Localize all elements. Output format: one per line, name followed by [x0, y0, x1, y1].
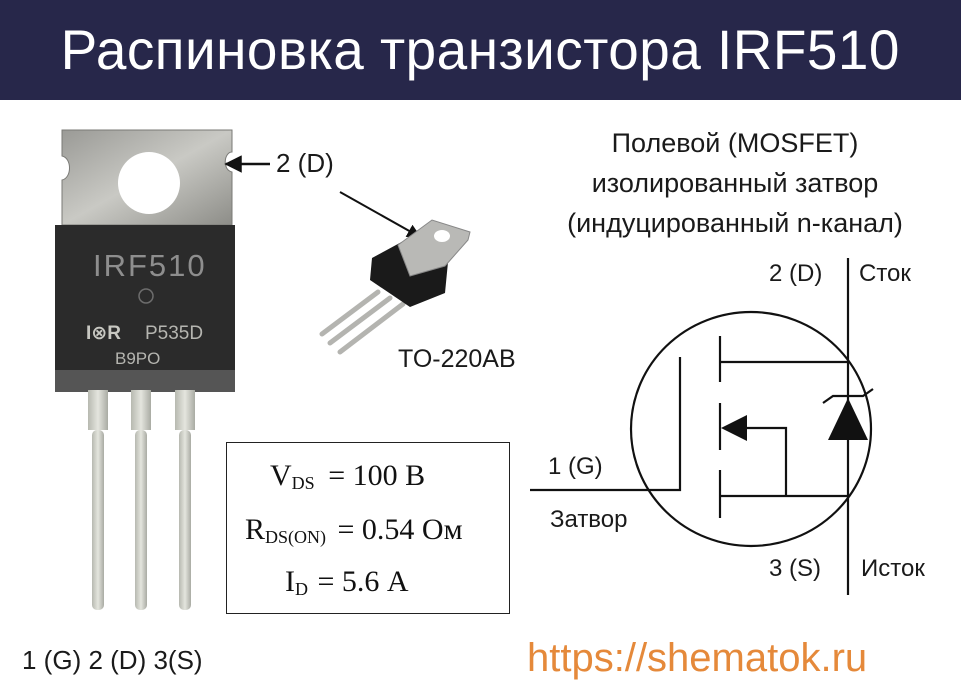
mosfet-symbol — [530, 258, 874, 595]
vds-subscript: DS — [291, 473, 315, 493]
id-subscript: D — [295, 579, 308, 599]
vds-symbol: V — [270, 459, 292, 492]
marking-logo: I⊗R — [86, 323, 121, 344]
param-id: ID = 5.6 А — [285, 565, 409, 599]
vds-value: = 100 В — [328, 459, 426, 492]
description-line-3: (индуцированный n-канал) — [567, 208, 903, 238]
drain-pin-label: 2 (D) — [769, 260, 823, 287]
marking-part-number: IRF510 — [93, 248, 207, 283]
pin-labels: 1 (G) 2 (D) 3(S) — [22, 645, 203, 675]
param-vds: VDS = 100 В — [270, 459, 426, 493]
source-pin-label: 3 (S) — [769, 555, 822, 582]
package-name: TO-220AB — [398, 345, 516, 373]
gate-name-label: Затвор — [550, 506, 628, 533]
description-line-2: изолированный затвор — [591, 168, 879, 198]
drain-name-label: Сток — [859, 260, 911, 287]
id-symbol: I — [285, 565, 295, 598]
gate-pin-label: 1 (G) — [548, 453, 603, 480]
to220-package-image — [319, 219, 471, 355]
diode-icon — [828, 398, 868, 440]
marking-lot-code: B9PO — [115, 349, 161, 368]
description-line-1: Полевой (MOSFET) — [611, 128, 859, 158]
transistor-photo — [55, 129, 235, 610]
title-banner: Распиновка транзистора IRF510 — [0, 0, 961, 100]
package-arrow — [339, 191, 422, 238]
page-title: Распиновка транзистора IRF510 — [60, 18, 901, 81]
site-url[interactable]: https://shematok.ru — [527, 636, 868, 680]
marking-date-code: P535D — [145, 323, 204, 344]
body-arrow-icon — [721, 415, 747, 441]
param-rds-on: RDS(ON) = 0.54 Ом — [245, 513, 463, 547]
rds-symbol: R — [245, 513, 266, 546]
id-value: = 5.6 А — [317, 565, 409, 598]
rds-subscript: DS(ON) — [265, 527, 327, 547]
rds-value: = 0.54 Ом — [337, 513, 463, 546]
tab-drain-label: 2 (D) — [276, 148, 334, 178]
source-name-label: Исток — [861, 555, 925, 582]
parameters-box: VDS = 100 В RDS(ON) = 0.54 Ом ID = 5.6 А — [226, 442, 510, 614]
